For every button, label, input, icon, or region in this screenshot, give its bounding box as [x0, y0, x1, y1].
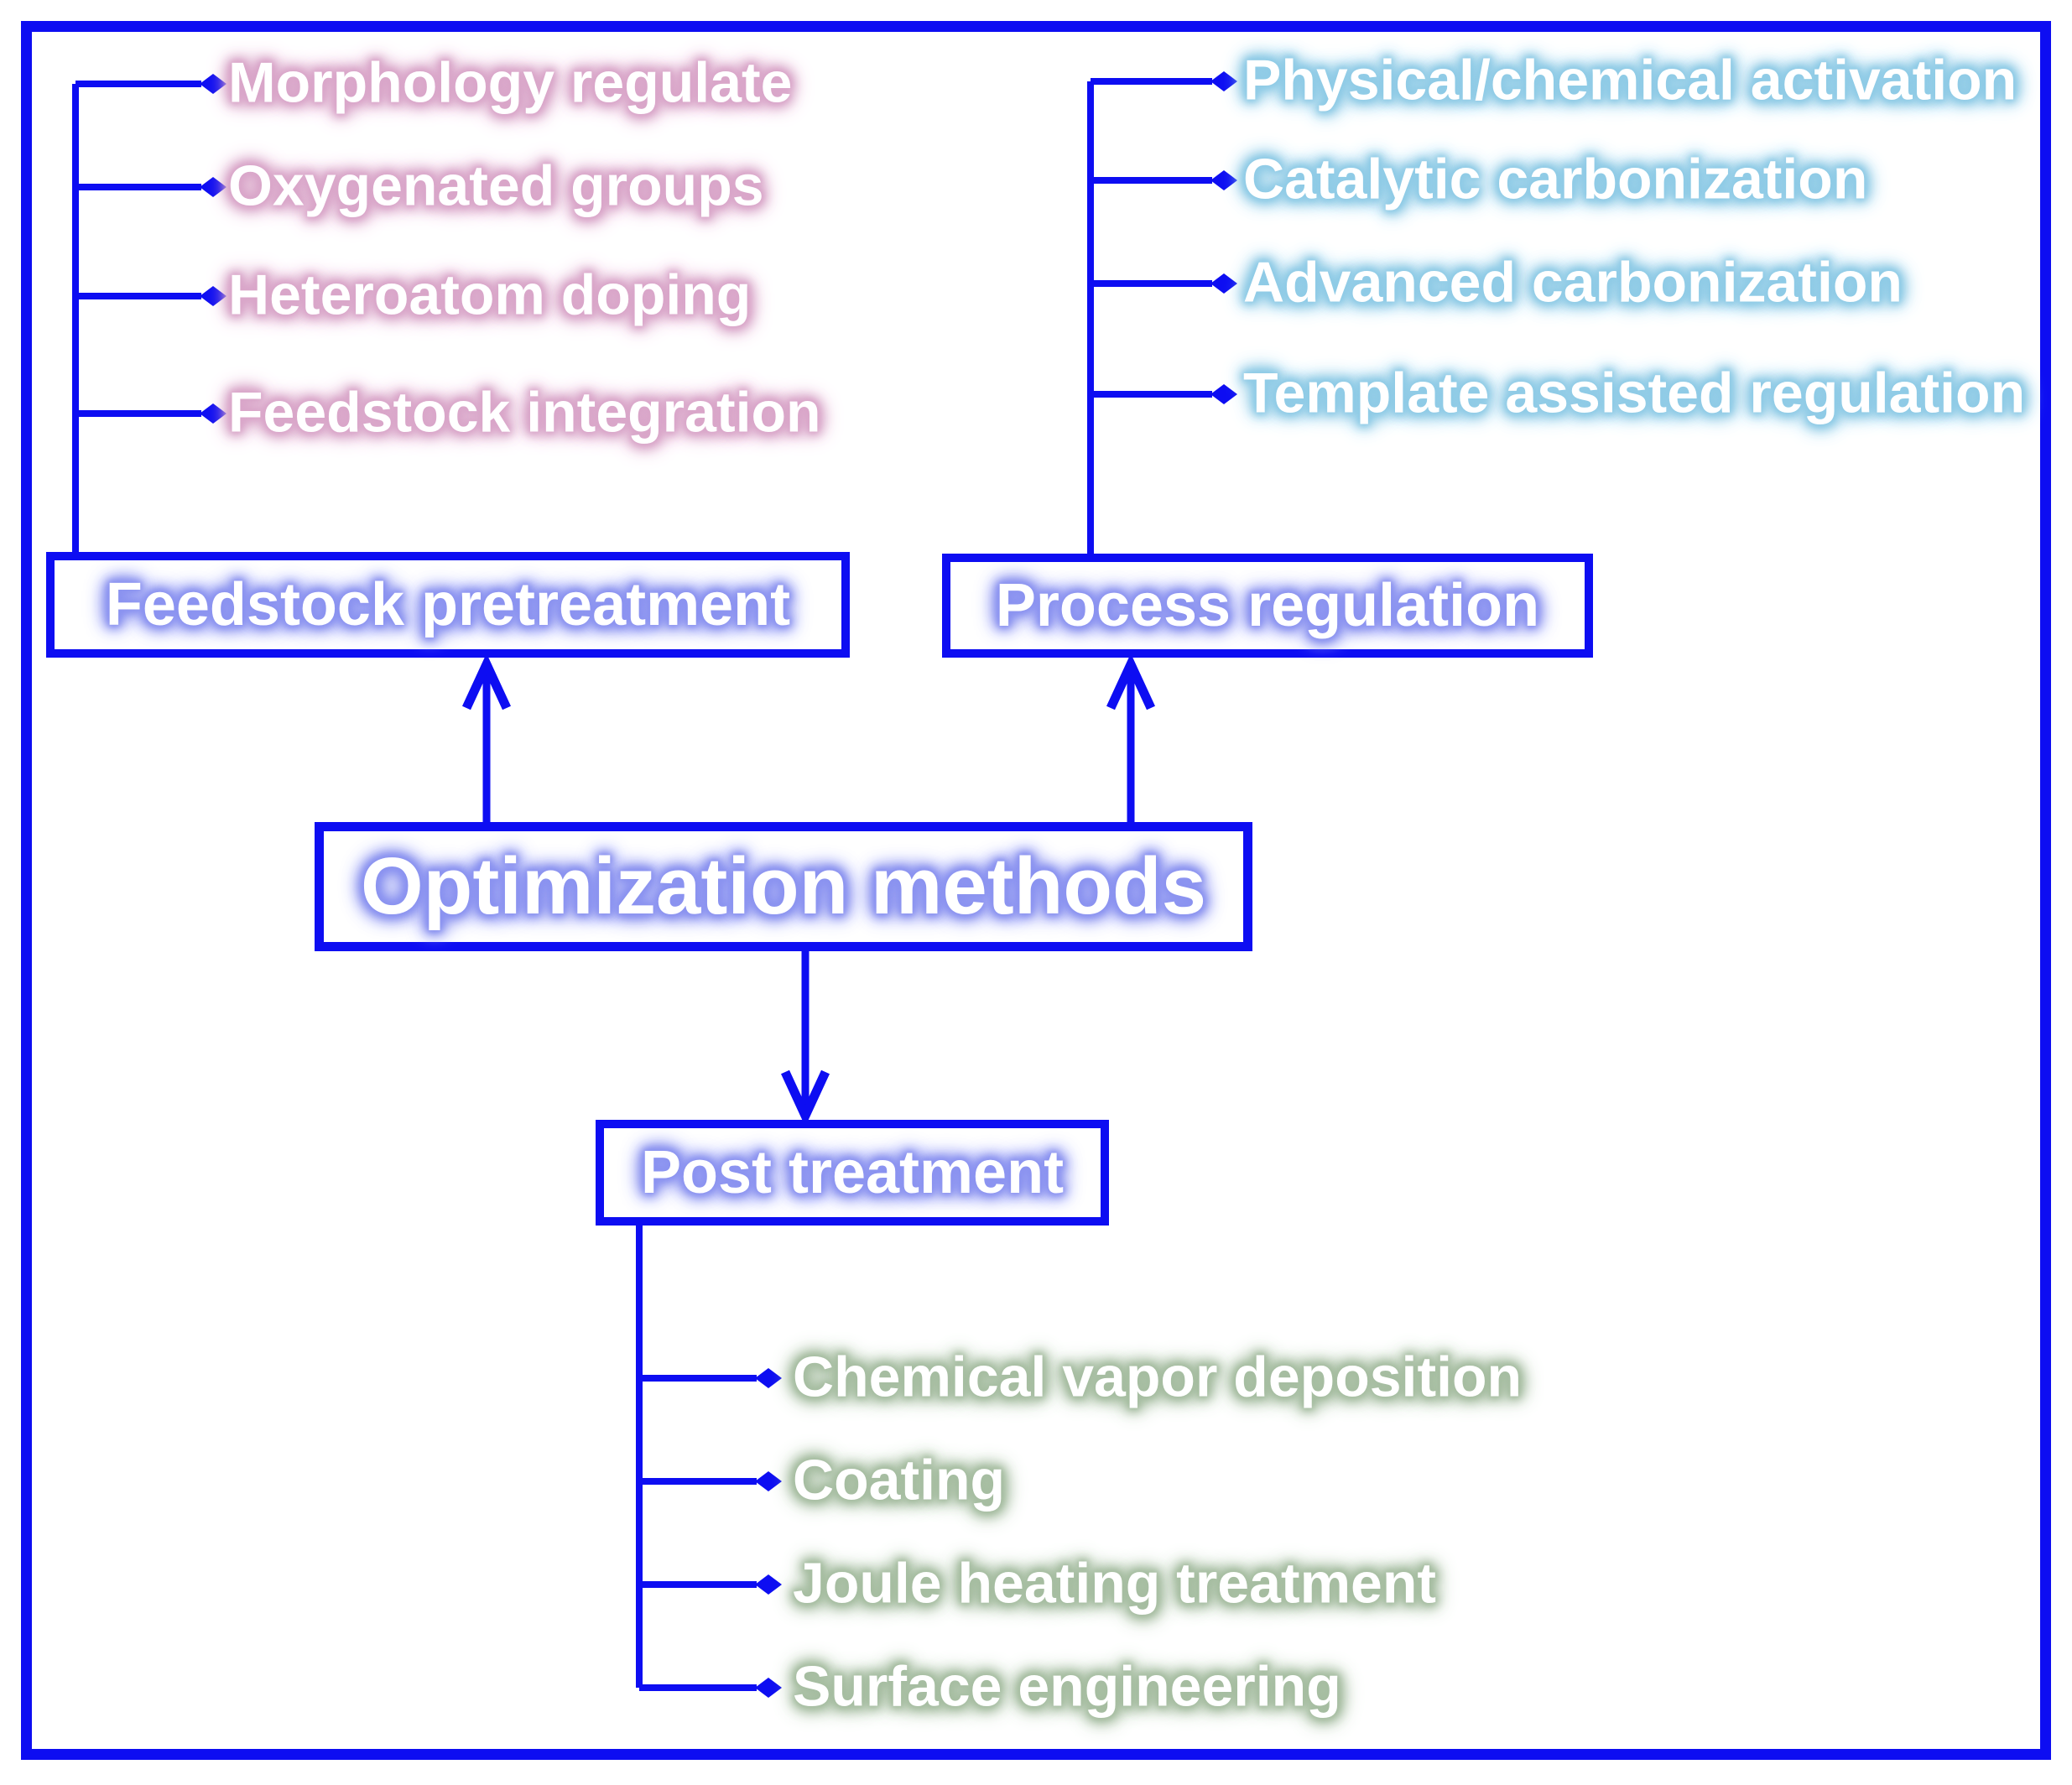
optimization-methods-box: Optimization methods	[315, 822, 1252, 951]
diamond-arrowhead	[1210, 71, 1237, 91]
diamond-arrowhead	[755, 1471, 782, 1491]
feedstock-pretreatment-box: Feedstock pretreatment	[46, 552, 850, 658]
outer-border	[21, 21, 2051, 1760]
item-oxygenated-groups: Oxygenated groups	[228, 154, 764, 218]
diamond-arrowhead	[1210, 384, 1237, 404]
diamond-arrowhead	[755, 1368, 782, 1388]
post-treatment-box: Post treatment	[596, 1120, 1109, 1226]
diamond-arrowhead	[200, 403, 226, 424]
item-coating: Coating	[793, 1448, 1006, 1512]
diamond-arrowhead	[200, 177, 226, 197]
process-tree-lines	[1087, 78, 1212, 554]
item-feedstock-integration: Feedstock integration	[228, 380, 821, 445]
item-physical-chemical-activation: Physical/chemical activation	[1243, 48, 2017, 112]
diamond-arrowhead	[200, 74, 226, 94]
feedstock-pretreatment-label: Feedstock pretreatment	[105, 571, 791, 638]
post-tree-lines	[636, 1225, 757, 1691]
item-template-assisted-regulation: Template assisted regulation	[1243, 361, 2026, 425]
item-heteroatom-doping: Heteroatom doping	[228, 263, 752, 327]
process-regulation-box: Process regulation	[942, 554, 1593, 658]
arrow-to-feedstock-head	[462, 653, 511, 710]
item-advanced-carbonization: Advanced carbonization	[1243, 250, 1903, 315]
feedstock-tree-lines	[72, 81, 201, 555]
arrow-to-process-head	[1106, 653, 1155, 710]
optimization-methods-label: Optimization methods	[361, 841, 1206, 931]
item-joule-heating-treatment: Joule heating treatment	[793, 1551, 1437, 1616]
diamond-arrowhead	[200, 286, 226, 306]
diamond-arrowhead	[755, 1574, 782, 1595]
process-regulation-label: Process regulation	[995, 572, 1540, 639]
item-catalytic-carbonization: Catalytic carbonization	[1243, 147, 1868, 211]
diamond-arrowhead	[755, 1678, 782, 1698]
diamond-arrowhead	[1210, 273, 1237, 294]
item-chemical-vapor-deposition: Chemical vapor deposition	[793, 1345, 1523, 1409]
diamond-arrowhead	[1210, 170, 1237, 190]
post-treatment-label: Post treatment	[640, 1139, 1065, 1206]
arrow-to-post-head	[781, 1069, 830, 1127]
item-morphology-regulate: Morphology regulate	[228, 50, 793, 115]
item-surface-engineering: Surface engineering	[793, 1654, 1341, 1719]
